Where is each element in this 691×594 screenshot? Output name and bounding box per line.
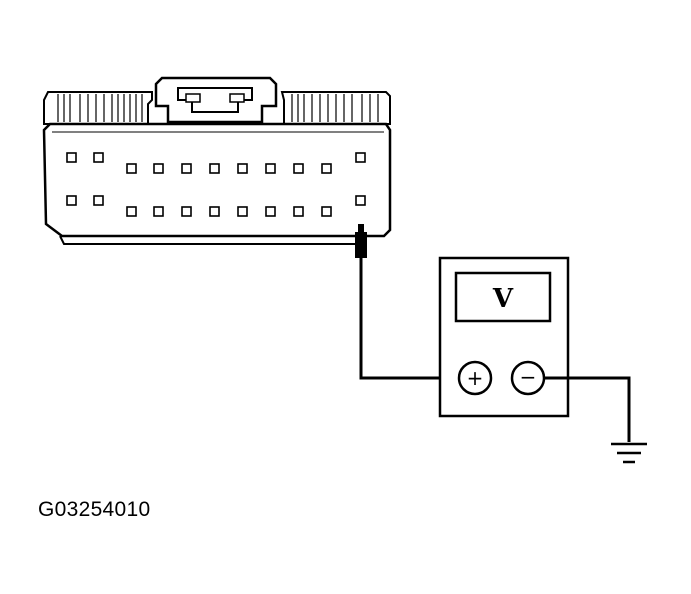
connector-latch-window-left: [185, 93, 201, 103]
connector-back-lip: [43, 91, 153, 125]
pin: [237, 163, 248, 174]
pin: [293, 163, 304, 174]
positive-terminal: [457, 360, 493, 396]
negative-lead-wire: [544, 376, 631, 442]
pin: [66, 152, 77, 163]
pin: [181, 163, 192, 174]
test-probe: [355, 224, 367, 258]
connector-left-ribs: [57, 94, 143, 122]
probe-shaft: [355, 232, 367, 258]
pin: [93, 152, 104, 163]
pin: [293, 206, 304, 217]
voltmeter: V + −: [438, 256, 570, 418]
voltmeter-display-label: V: [492, 284, 514, 314]
probed-pin: [355, 195, 366, 206]
figure-code: G03254010: [38, 498, 151, 521]
connector-right-ribs: [291, 94, 379, 122]
voltmeter-display: [454, 271, 552, 323]
pin: [181, 206, 192, 217]
pin: [321, 163, 332, 174]
negative-terminal-label: −: [520, 365, 537, 389]
connector-top-row-pins: [66, 152, 366, 174]
pin: [265, 206, 276, 217]
pin: [321, 206, 332, 217]
pin: [126, 163, 137, 174]
pin: [209, 206, 220, 217]
connector-face: [42, 122, 392, 238]
connector-bottom-row-pins: [66, 195, 366, 217]
pin: [237, 206, 248, 217]
pin: [153, 163, 164, 174]
pin: [265, 163, 276, 174]
pin: [126, 206, 137, 217]
connector: [42, 76, 392, 245]
pin: [153, 206, 164, 217]
ground-icon: [611, 442, 647, 464]
positive-terminal-label: +: [467, 366, 484, 390]
pin: [66, 195, 77, 206]
positive-lead-wire: [359, 258, 458, 380]
pin: [355, 152, 366, 163]
pin: [209, 163, 220, 174]
pin: [93, 195, 104, 206]
connector-latch-window-right: [229, 93, 245, 103]
